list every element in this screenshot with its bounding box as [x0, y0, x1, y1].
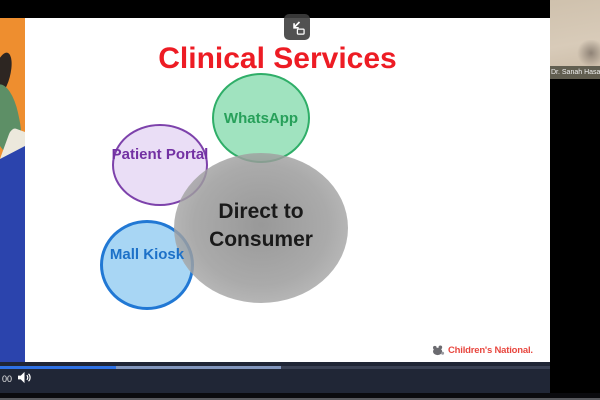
webcam-foreground-detail [0, 146, 25, 362]
participants-panel: Dr. Sanah Hasa [550, 0, 600, 400]
label-whatsapp: WhatsApp [223, 110, 299, 127]
window-bottom-edge [0, 393, 600, 400]
logo-text: Children's National. [448, 345, 533, 356]
window-border-line [0, 398, 600, 400]
volume-button[interactable] [16, 371, 32, 386]
circle-patient-portal [112, 124, 208, 206]
circle-direct-to-consumer [174, 153, 348, 303]
childrens-national-logo: Children's National. [432, 345, 533, 356]
label-patient-portal: Patient Portal [111, 146, 209, 163]
presenter-webcam-thumbnail[interactable] [0, 18, 25, 362]
slide-title: Clinical Services [158, 42, 397, 75]
progress-buffered [0, 366, 281, 369]
participant-name-tag: Dr. Sanah Hasa [550, 66, 600, 79]
progress-played [0, 366, 116, 369]
video-progress-bar[interactable] [0, 366, 550, 369]
bear-logo-icon [433, 345, 445, 356]
picture-in-picture-button[interactable] [284, 14, 310, 40]
participant-video-thumbnail[interactable]: Dr. Sanah Hasa [550, 0, 600, 79]
speaker-icon [17, 371, 31, 384]
playback-time: 00 [2, 374, 13, 384]
presentation-slide: Clinical Services WhatsApp Patient Porta… [25, 18, 550, 362]
shared-screen-video[interactable]: Clinical Services WhatsApp Patient Porta… [0, 0, 550, 393]
video-player-controls: 00 [0, 362, 550, 393]
picture-in-picture-icon [293, 21, 305, 35]
label-mall-kiosk: Mall Kiosk [109, 246, 185, 263]
label-direct-to-consumer: Direct to Consumer [209, 200, 313, 251]
participant-silhouette [576, 40, 600, 66]
circle-whatsapp [212, 73, 310, 163]
